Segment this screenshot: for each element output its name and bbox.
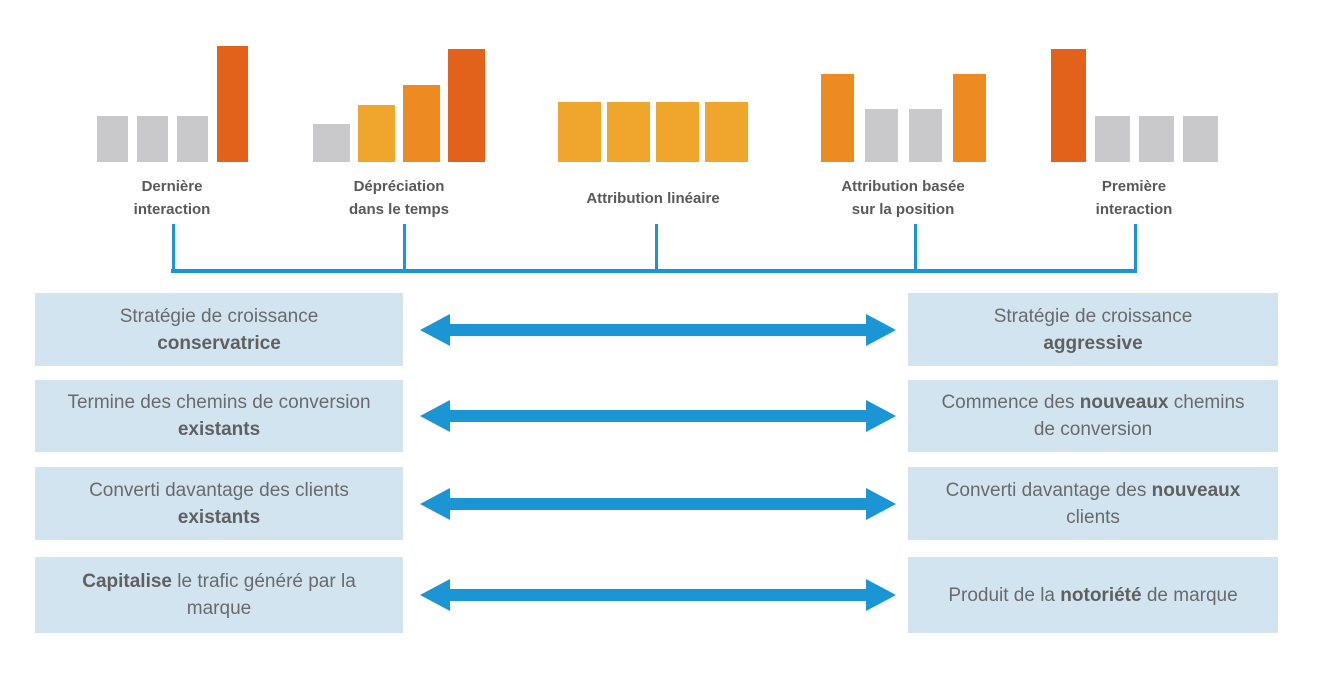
double-headed-arrow-icon	[420, 579, 896, 611]
chart-linear-attribution: Attribution linéaire	[543, 46, 763, 210]
chart-bars	[289, 46, 509, 162]
gray-bar	[96, 116, 128, 162]
gray-bar	[176, 116, 208, 162]
bracket-line	[171, 269, 1137, 273]
bracket-tick	[402, 224, 406, 271]
gray-bar	[313, 124, 350, 162]
chart-bars	[62, 46, 282, 162]
gray-bar	[136, 116, 168, 162]
double-headed-arrow-icon	[420, 400, 896, 432]
orange-bar	[952, 74, 986, 162]
orange-bar	[403, 85, 440, 162]
chart-bars	[543, 46, 763, 162]
dark-orange-bar	[216, 46, 248, 162]
gray-bar	[1182, 116, 1218, 162]
yellow-bar	[656, 102, 699, 162]
bracket-tick	[913, 224, 917, 271]
double-headed-arrow-icon	[420, 487, 896, 520]
yellow-bar	[558, 102, 601, 162]
yellow-bar	[358, 105, 395, 162]
yellow-bar	[607, 102, 650, 162]
bracket-tick	[654, 224, 658, 271]
dark-orange-bar	[1050, 49, 1086, 162]
dark-orange-bar	[448, 49, 485, 162]
chart-bars	[793, 46, 1013, 162]
chart-label: Attribution linéaire	[586, 190, 720, 207]
orange-bar	[820, 74, 854, 162]
yellow-bar	[705, 102, 748, 162]
gray-bar	[1094, 116, 1130, 162]
comparison-box-right: Produit de la notoriété de marque	[908, 557, 1278, 633]
gray-bar	[908, 109, 942, 162]
chart-bars	[1024, 46, 1244, 162]
gray-bar	[1138, 116, 1174, 162]
bracket-tick	[1133, 224, 1137, 271]
bracket-tick	[171, 224, 175, 271]
double-headed-arrow-icon	[420, 313, 896, 346]
gray-bar	[864, 109, 898, 162]
